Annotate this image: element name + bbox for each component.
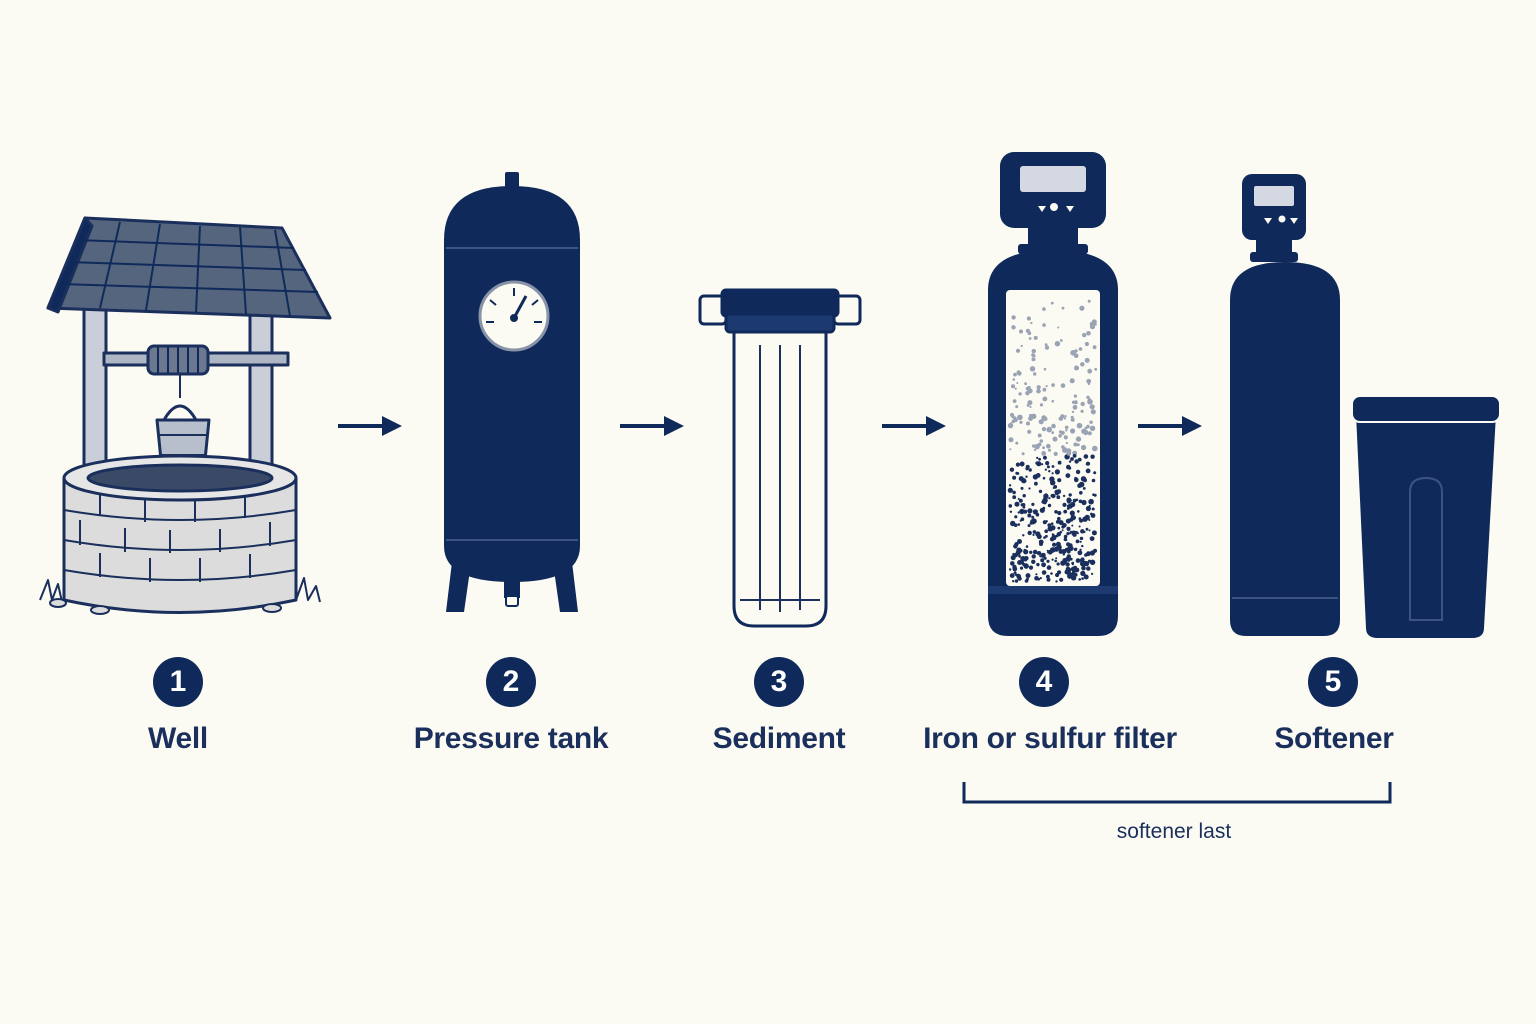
step-1-number-badge: 1 — [153, 657, 203, 707]
wishing-well-icon — [39, 216, 332, 615]
step-2-number-badge: 2 — [486, 657, 536, 707]
pressure-tank-icon — [444, 172, 580, 612]
order-bracket — [962, 782, 1392, 804]
step-1-label: Well — [148, 722, 208, 755]
step-5-label: Softener — [1274, 722, 1394, 755]
iron-sulfur-filter-tank-icon — [988, 152, 1118, 636]
bracket-note: softener last — [1116, 820, 1232, 843]
pressure-gauge-icon — [478, 280, 550, 352]
brine-tank-icon — [1351, 395, 1501, 638]
step-2-label: Pressure tank — [413, 722, 609, 755]
step-3-number-badge: 3 — [754, 657, 804, 707]
step-4-number-badge: 4 — [1019, 657, 1069, 707]
step-3-label: Sediment — [712, 722, 846, 755]
water-softener-icon — [1230, 174, 1501, 638]
sediment-filter-housing-icon — [698, 288, 862, 628]
step-4-label: Iron or sulfur filter — [923, 722, 1177, 755]
step-5-number-badge: 5 — [1308, 657, 1358, 707]
